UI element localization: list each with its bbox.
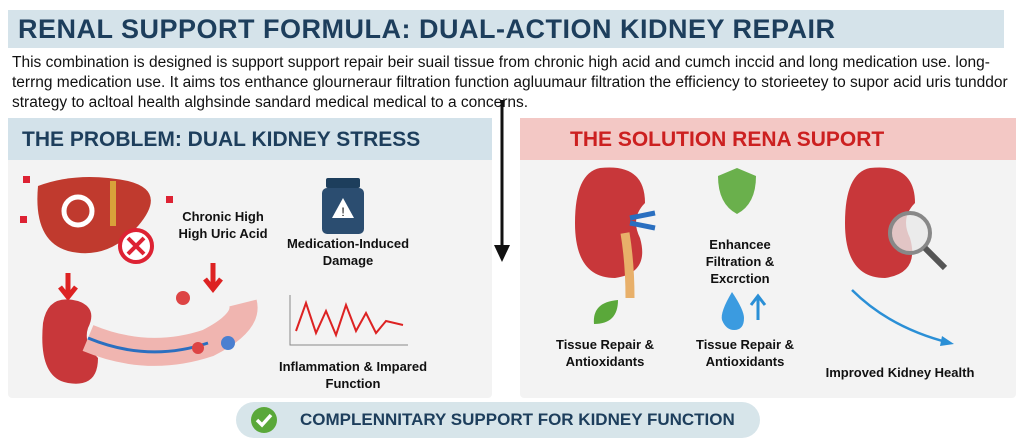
leaf-icon bbox=[593, 300, 618, 324]
inflammation-chart-icon bbox=[289, 295, 408, 346]
check-circle-icon bbox=[251, 407, 277, 433]
problem-heading: THE PROBLEM: DUAL KIDNEY STRESS bbox=[8, 118, 492, 160]
water-drop-up-icon bbox=[721, 292, 767, 330]
inflammation-label: Inflammation & Impared Function bbox=[278, 359, 428, 391]
liver-icon bbox=[20, 176, 173, 264]
tissue-repair-label-1: Tissue Repair & Antioxidants bbox=[555, 337, 655, 369]
footer-text: COMPLENNITARY SUPPORT FOR KIDNEY FUNCTIO… bbox=[300, 410, 735, 429]
problem-panel: THE PROBLEM: DUAL KIDNEY STRESS Chronic … bbox=[8, 118, 492, 398]
tissue-repair-label-2: Tissue Repair & Antioxidants bbox=[695, 337, 795, 369]
kidney-tube-illustration bbox=[42, 263, 258, 384]
medication-bottle-icon: ! bbox=[322, 178, 364, 234]
svg-text:!: ! bbox=[341, 205, 344, 219]
solution-heading: THE SOLUTION RENA SUPORT bbox=[520, 118, 1016, 160]
filtration-label: Enhancee Filtration & Excrction bbox=[705, 237, 775, 286]
gear-icon bbox=[61, 194, 95, 228]
shield-icon bbox=[718, 168, 756, 214]
kidney-magnifier-icon bbox=[845, 167, 948, 278]
down-arrow-icon bbox=[58, 273, 78, 302]
flow-down-arrow-icon bbox=[494, 100, 510, 262]
intro-paragraph: This combination is designed is support … bbox=[12, 54, 1008, 111]
footer-banner: COMPLENNITARY SUPPORT FOR KIDNEY FUNCTIO… bbox=[236, 402, 760, 438]
improved-health-label: Improved Kidney Health bbox=[825, 365, 975, 380]
down-arrow-icon bbox=[203, 263, 223, 294]
page-title: RENAL SUPPORT FORMULA: DUAL-ACTION KIDNE… bbox=[8, 10, 1004, 48]
solution-panel: THE SOLUTION RENA SUPORT Enhancee Filtra… bbox=[520, 118, 1016, 398]
trend-arrow-icon bbox=[851, 289, 954, 346]
medication-label: Medication-Induced Damage bbox=[286, 236, 410, 268]
uric-acid-label: Chronic High High Uric Acid bbox=[178, 209, 268, 241]
kidney-icon bbox=[575, 167, 656, 299]
